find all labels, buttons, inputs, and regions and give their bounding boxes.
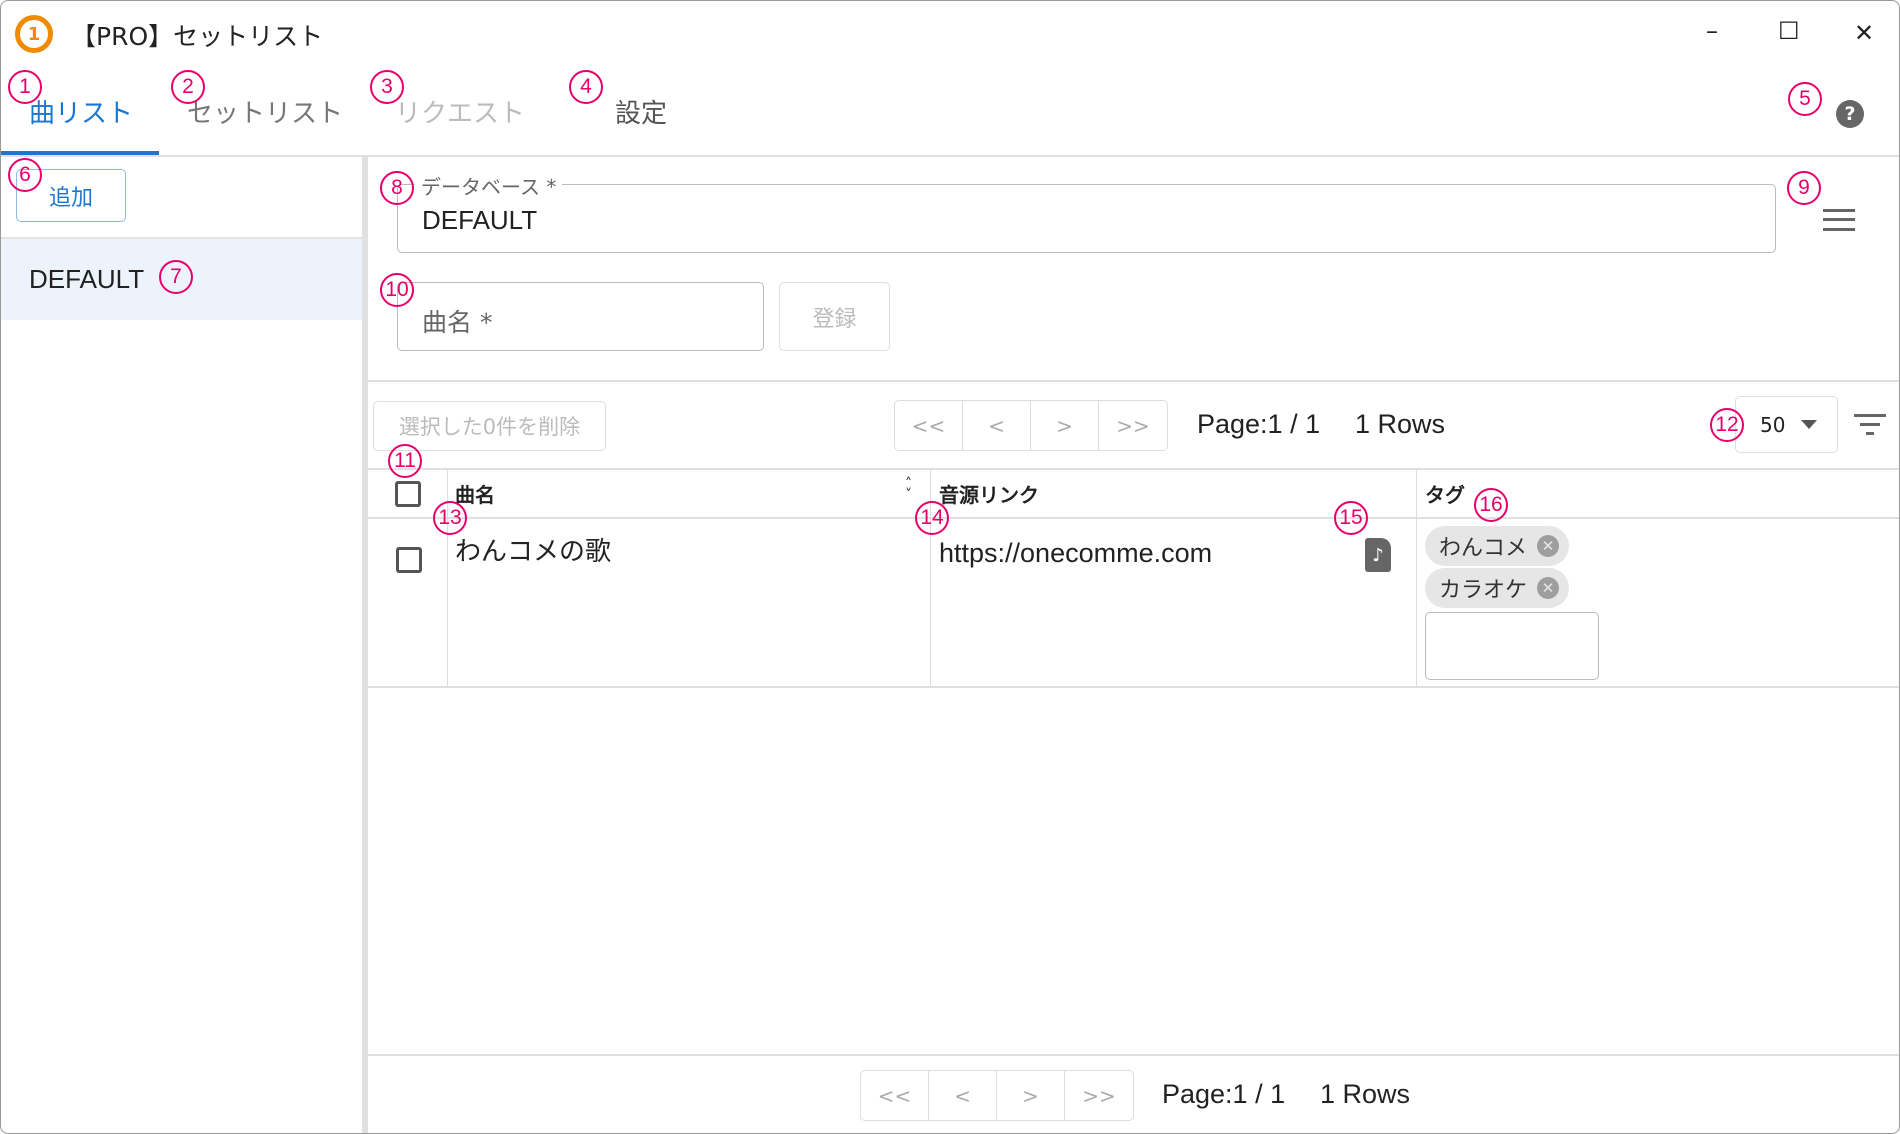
tab-song-list[interactable]: 曲リスト bbox=[29, 99, 134, 129]
annotation-marker: 16 bbox=[1474, 488, 1508, 522]
select-all-checkbox[interactable] bbox=[395, 481, 421, 507]
tab-settings[interactable]: 設定 bbox=[615, 99, 668, 129]
pane-splitter[interactable] bbox=[362, 157, 368, 1133]
prev-page-button[interactable]: < bbox=[963, 401, 1031, 450]
tab-indicator bbox=[1, 151, 159, 155]
tab-request[interactable]: リクエスト bbox=[395, 99, 526, 129]
annotation-marker: 4 bbox=[569, 70, 603, 104]
minimize-button[interactable]: – bbox=[1706, 17, 1718, 45]
col-divider bbox=[930, 469, 931, 687]
row-count-bottom: 1 Rows bbox=[1320, 1079, 1411, 1109]
col-divider bbox=[447, 469, 448, 687]
song-name-placeholder: 曲名 * bbox=[422, 308, 493, 337]
annotation-marker: 12 bbox=[1710, 408, 1744, 442]
annotation-marker: 6 bbox=[8, 158, 42, 192]
header-audio-link: 音源リンク bbox=[939, 483, 1039, 507]
window-title: 【PRO】セットリスト bbox=[71, 22, 324, 51]
page-size-select[interactable]: 50 bbox=[1735, 396, 1838, 453]
page-indicator-bottom: Page:1 / 1 bbox=[1162, 1079, 1286, 1109]
annotation-marker: 1 bbox=[8, 70, 42, 104]
database-field[interactable]: DEFAULT bbox=[397, 184, 1776, 253]
page-indicator: Page:1 / 1 bbox=[1197, 409, 1321, 439]
annotation-marker: 9 bbox=[1787, 171, 1821, 205]
database-value: DEFAULT bbox=[422, 205, 538, 235]
annotation-marker: 13 bbox=[433, 501, 467, 535]
tab-setlist[interactable]: セットリスト bbox=[187, 99, 344, 129]
annotation-marker: 14 bbox=[915, 501, 949, 535]
app-logo: 1 bbox=[15, 15, 53, 53]
last-page-button[interactable]: >> bbox=[1082, 1083, 1116, 1108]
pagination-top: << < > >> bbox=[894, 400, 1168, 451]
song-name-input[interactable]: 曲名 * bbox=[397, 282, 764, 351]
page-size-value: 50 bbox=[1760, 412, 1786, 437]
annotation-marker: 7 bbox=[159, 260, 193, 294]
table-top-border bbox=[368, 468, 1899, 470]
remove-tag-icon[interactable]: ✕ bbox=[1537, 577, 1560, 599]
col-divider bbox=[1416, 469, 1417, 687]
first-page-button[interactable]: << bbox=[861, 1071, 929, 1120]
maximize-button[interactable]: ☐ bbox=[1778, 17, 1800, 45]
header-bottom-border bbox=[368, 517, 1899, 519]
row-bottom-border bbox=[368, 686, 1899, 688]
tag-chip: カラオケ ✕ bbox=[1425, 568, 1570, 608]
annotation-marker: 2 bbox=[171, 70, 205, 104]
help-icon[interactable]: ? bbox=[1836, 100, 1864, 128]
annotation-marker: 3 bbox=[370, 70, 404, 104]
tag-label: カラオケ bbox=[1439, 578, 1528, 603]
close-button[interactable]: ✕ bbox=[1854, 19, 1875, 47]
tabs-divider bbox=[1, 155, 1899, 157]
annotation-marker: 8 bbox=[380, 171, 414, 205]
annotation-marker: 5 bbox=[1788, 82, 1822, 116]
annotation-marker: 15 bbox=[1334, 501, 1368, 535]
filter-icon[interactable] bbox=[1854, 414, 1886, 435]
sort-icon[interactable]: ˄˅ bbox=[905, 476, 912, 503]
audio-link-cell[interactable]: https://onecomme.com bbox=[939, 538, 1213, 568]
sidebar-item-label: DEFAULT bbox=[29, 264, 145, 294]
register-button[interactable]: 登録 bbox=[779, 282, 890, 351]
database-label: データベース * bbox=[415, 171, 563, 200]
first-page-button[interactable]: << bbox=[895, 401, 963, 450]
row-checkbox[interactable] bbox=[396, 547, 422, 573]
header-song-name[interactable]: 曲名 bbox=[455, 483, 495, 507]
tag-chip: わんコメ ✕ bbox=[1425, 526, 1570, 566]
footer-divider bbox=[368, 1054, 1899, 1056]
header-tags: タグ bbox=[1425, 483, 1465, 507]
remove-tag-icon[interactable]: ✕ bbox=[1537, 535, 1560, 557]
row-count: 1 Rows bbox=[1355, 409, 1446, 439]
form-divider bbox=[368, 380, 1899, 382]
prev-page-button[interactable]: < bbox=[929, 1071, 997, 1120]
pagination-bottom: << < > >> bbox=[860, 1070, 1134, 1121]
delete-selected-button[interactable]: 選択した0件を削除 bbox=[373, 401, 606, 451]
annotation-marker: 10 bbox=[380, 273, 414, 307]
song-name-cell[interactable]: わんコメの歌 bbox=[455, 537, 612, 567]
menu-icon[interactable] bbox=[1823, 209, 1855, 231]
tag-label: わんコメ bbox=[1439, 536, 1528, 561]
next-page-button[interactable]: > bbox=[1031, 401, 1099, 450]
next-page-button[interactable]: > bbox=[997, 1071, 1065, 1120]
tag-input[interactable] bbox=[1425, 612, 1599, 680]
music-file-icon[interactable]: ♪ bbox=[1365, 538, 1391, 572]
last-page-button[interactable]: >> bbox=[1116, 413, 1150, 438]
dropdown-arrow-icon bbox=[1801, 420, 1818, 429]
annotation-marker: 11 bbox=[388, 444, 422, 478]
